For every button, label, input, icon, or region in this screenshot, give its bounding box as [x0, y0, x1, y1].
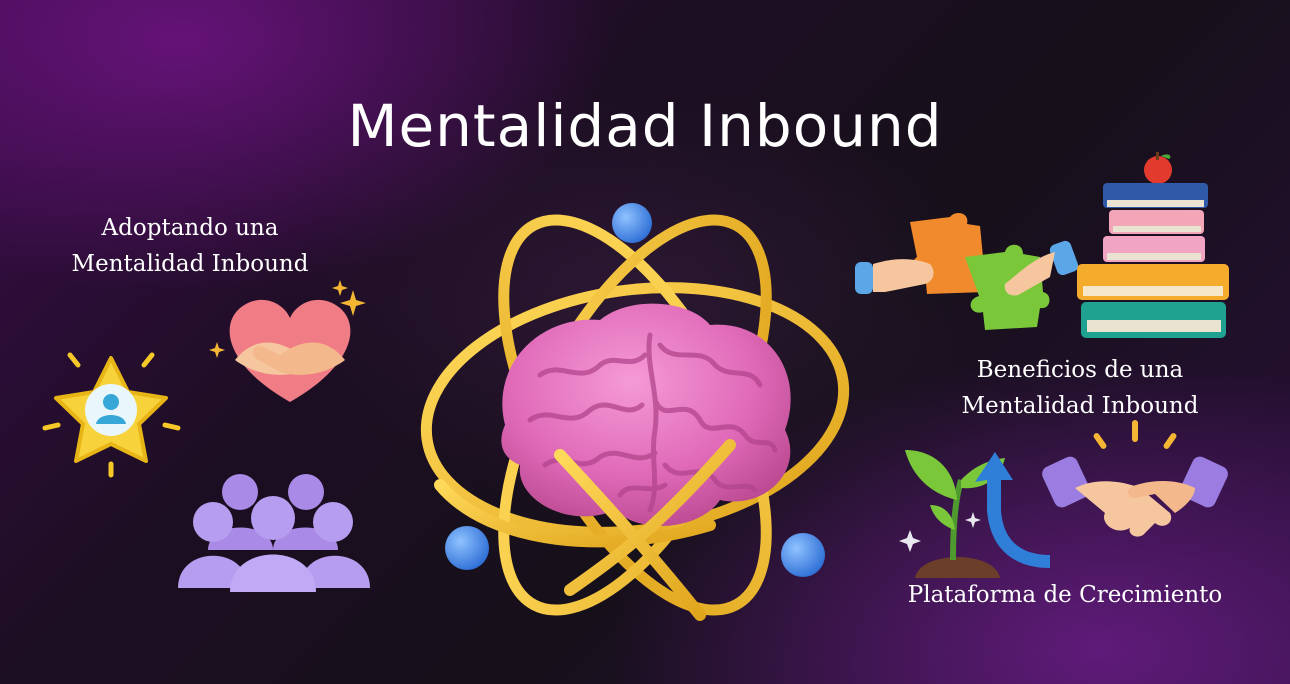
growth-platform-label: Plataforma de Crecimiento: [880, 577, 1250, 613]
adopting-mindset-label-line-1: Adoptando una: [101, 215, 279, 241]
people-group-icon: [178, 474, 370, 592]
benefits-label-line-2: Mentalidad Inbound: [961, 393, 1199, 419]
benefits-label-line-1: Beneficios de una: [976, 357, 1184, 383]
star-user-icon: [42, 352, 181, 478]
heart-hug-icon: [209, 280, 366, 402]
plant-growth-icon: [899, 450, 1050, 578]
puzzle-hands-icon: [855, 212, 1079, 330]
handshake-icon: [1042, 420, 1228, 537]
brain-atom-icon: [420, 203, 850, 621]
page-title: Mentalidad Inbound: [347, 92, 943, 160]
adopting-mindset-label-line-2: Mentalidad Inbound: [71, 251, 309, 277]
book-stack-icon: [1077, 152, 1229, 338]
benefits-label: Beneficios de una Mentalidad Inbound: [930, 352, 1230, 424]
adopting-mindset-label: Adoptando una Mentalidad Inbound: [40, 210, 340, 282]
growth-platform-label-text: Plataforma de Crecimiento: [907, 582, 1223, 608]
